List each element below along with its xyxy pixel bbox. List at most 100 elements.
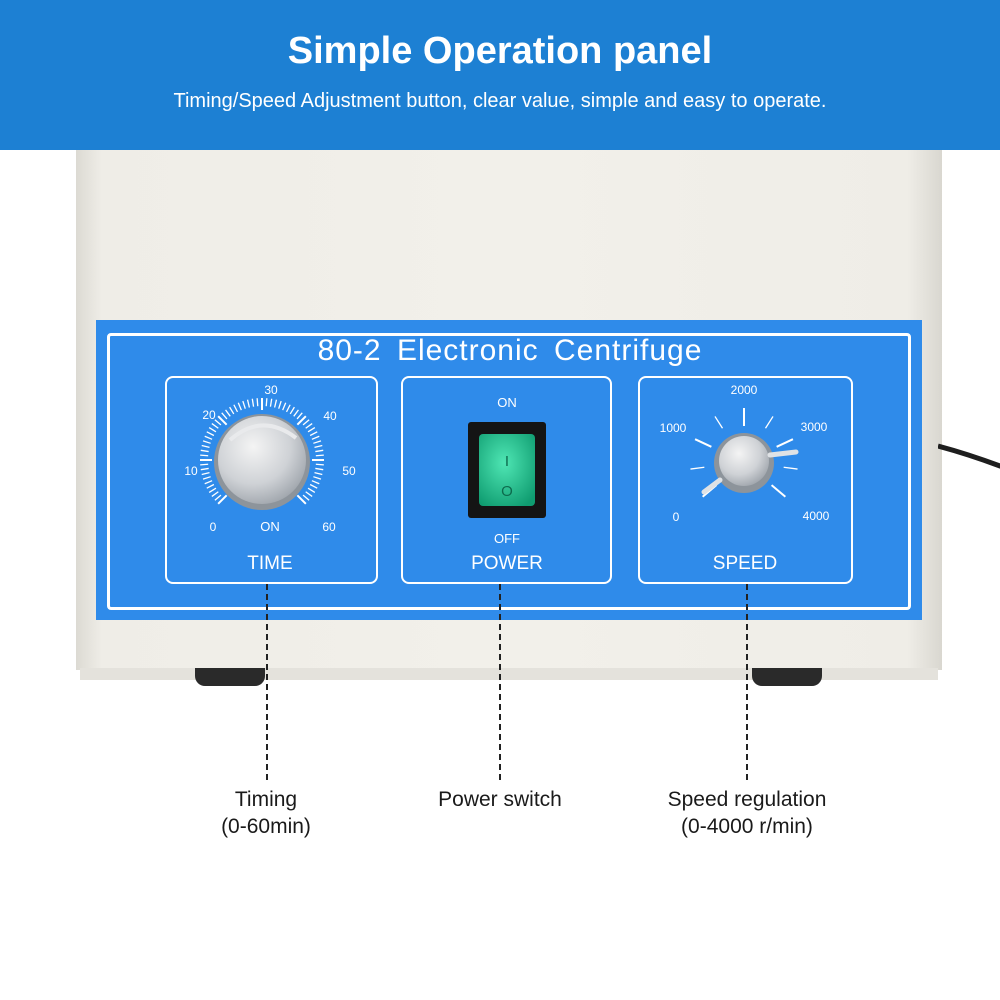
dial-tick <box>206 483 215 489</box>
dial-tick <box>311 480 320 485</box>
time-scale-50: 50 <box>342 464 356 478</box>
dial-tick <box>315 449 324 453</box>
dial-tick <box>204 435 213 440</box>
banner-title: Simple Operation panel <box>287 30 713 72</box>
dial-tick <box>278 400 282 409</box>
power-callout: Power switch <box>400 786 600 813</box>
power-callout-line <box>499 584 501 780</box>
dial-tick <box>217 415 228 426</box>
speed-knob[interactable] <box>719 436 769 486</box>
header-banner: Simple Operation panel Timing/Speed Adju… <box>0 0 1000 150</box>
dial-tick <box>206 431 215 437</box>
power-on-label: ON <box>497 395 517 410</box>
dial-tick <box>200 467 209 471</box>
dial-tick <box>309 483 318 489</box>
dial-tick <box>293 409 299 417</box>
dial-tick <box>302 419 310 426</box>
speed-knob-pointer <box>701 477 723 495</box>
left-foot <box>195 668 265 686</box>
dial-tick <box>269 398 273 407</box>
speed-scale-2000: 2000 <box>731 383 758 397</box>
time-knob-highlight <box>228 423 298 442</box>
dial-tick <box>237 402 242 411</box>
speed-scale-1000: 1000 <box>660 421 687 435</box>
speed-callout-line <box>746 584 748 780</box>
power-rocker-switch[interactable] <box>479 434 535 506</box>
time-on-label: ON <box>260 519 280 534</box>
dial-tick <box>314 471 323 476</box>
speed-scale-0: 0 <box>673 510 680 524</box>
dial-tick <box>202 440 211 444</box>
dial-tick <box>273 399 278 408</box>
dial-tick <box>690 466 705 470</box>
speed-scale-3000: 3000 <box>801 420 828 434</box>
dial-tick <box>200 449 209 453</box>
dial-tick <box>296 412 303 420</box>
dial-tick <box>202 476 211 480</box>
speed-knob-pointer-tail <box>767 449 799 458</box>
dial-tick <box>233 404 239 413</box>
dial-tick <box>217 494 228 505</box>
dial-tick <box>764 416 774 429</box>
timing-callout-range: (0-60min) <box>221 815 311 838</box>
dial-tick <box>208 487 217 493</box>
power-section <box>401 376 612 584</box>
speed-section <box>638 376 853 584</box>
time-scale-20: 20 <box>202 408 216 422</box>
power-off-label: OFF <box>494 531 520 546</box>
dial-tick <box>282 402 287 411</box>
timing-callout: Timing (0-60min) <box>166 786 366 840</box>
banner-subtitle: Timing/Speed Adjustment button, clear va… <box>173 90 827 112</box>
panel-frame <box>107 333 911 610</box>
dial-tick <box>214 419 222 426</box>
dial-tick <box>315 463 324 466</box>
timing-callout-title: Timing <box>234 788 298 811</box>
dial-tick <box>256 398 259 407</box>
dial-tick <box>309 431 318 437</box>
speed-scale-4000: 4000 <box>803 509 830 523</box>
time-label: TIME <box>247 553 292 574</box>
speed-callout-range: (0-4000 r/min) <box>681 815 813 838</box>
dial-tick <box>296 494 307 505</box>
dial-tick <box>313 476 322 480</box>
power-switch-off-symbol: O <box>501 483 513 500</box>
dial-tick <box>313 440 322 444</box>
power-callout-title: Power switch <box>438 788 562 811</box>
dial-tick <box>289 406 295 415</box>
dial-tick <box>770 484 787 498</box>
time-scale-60: 60 <box>322 520 336 534</box>
time-scale-30: 30 <box>264 383 278 397</box>
dial-tick <box>200 454 209 457</box>
time-scale-0: 0 <box>210 520 217 534</box>
dial-tick <box>211 423 219 429</box>
dial-tick <box>225 409 231 417</box>
dial-tick <box>311 435 320 440</box>
time-knob[interactable] <box>218 416 306 504</box>
time-scale-ticks <box>200 398 324 505</box>
dial-tick <box>221 412 228 420</box>
dial-tick <box>246 399 251 408</box>
dial-tick <box>201 471 210 476</box>
dial-tick <box>200 463 209 466</box>
dial-tick <box>296 415 307 426</box>
panel-title: 80-2 Electronic Centrifuge <box>317 334 703 367</box>
dial-tick <box>211 491 219 497</box>
dial-tick <box>714 416 724 429</box>
dial-tick <box>315 454 324 457</box>
dial-tick <box>314 444 323 449</box>
dial-tick <box>302 494 310 501</box>
dial-tick <box>229 406 235 415</box>
dial-tick <box>204 480 213 485</box>
dial-tick <box>307 427 316 433</box>
dial-tick <box>307 487 316 493</box>
dial-tick <box>251 398 255 407</box>
time-section <box>165 376 378 584</box>
dial-tick <box>214 494 222 501</box>
power-switch-on-symbol: I <box>505 453 509 470</box>
dial-tick <box>242 400 246 409</box>
dial-tick <box>694 438 712 448</box>
speed-callout: Speed regulation (0-4000 r/min) <box>627 786 867 840</box>
dial-tick <box>265 398 268 407</box>
dial-tick <box>285 404 291 413</box>
